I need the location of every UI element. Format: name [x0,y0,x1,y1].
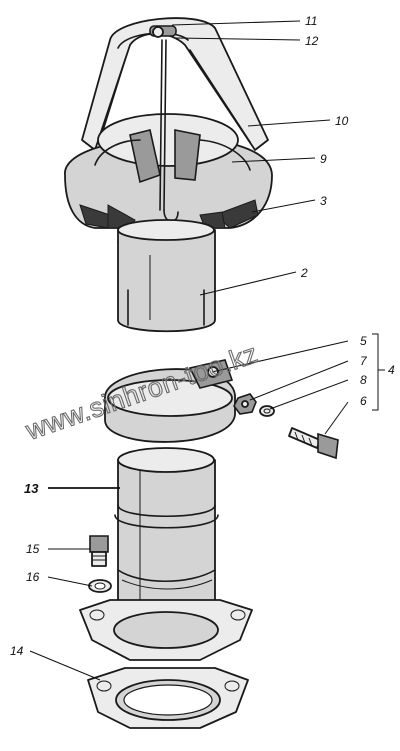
leader-lines [29,20,385,681]
callout-10: 10 [335,114,349,128]
callout-3: 3 [320,194,327,208]
callout-16: 16 [26,570,40,584]
part-5-band-clamp [104,359,236,443]
part-7-nut [233,393,257,415]
callout-15: 15 [26,542,40,556]
callout-9: 9 [320,152,327,166]
callout-4: 4 [388,363,395,377]
callout-2: 2 [300,266,308,280]
callout-14: 14 [10,644,24,658]
callout-11: 11 [305,14,317,28]
part-11-12-tie-rod [149,25,179,223]
part-8-washer [259,405,275,417]
callout-12: 12 [305,34,319,48]
callout-5: 5 [360,334,367,348]
callout-7: 7 [360,354,368,368]
part-16-spring-washer [88,579,112,593]
part-15-stud [89,535,109,567]
callout-13: 13 [24,481,39,496]
part-10-clamp-bracket [81,17,269,151]
part-13-mounting-flange [79,599,253,661]
part-6-bolt [288,427,339,460]
callout-8: 8 [360,373,367,387]
part-9-flange-assembly [64,113,273,229]
callout-6: 6 [360,394,367,408]
part-14-gasket [87,667,249,729]
part-2-inner-pipe [117,219,216,333]
